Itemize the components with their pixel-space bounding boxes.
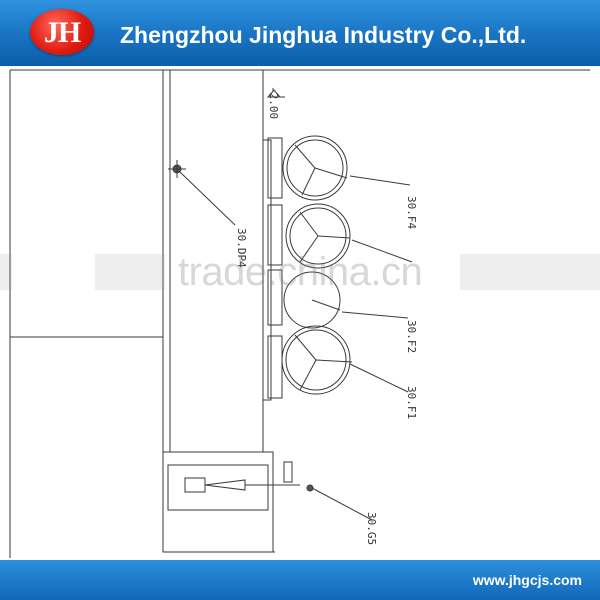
- base-structure: [162, 451, 274, 553]
- tank-f4: [267, 135, 348, 201]
- callout-label: 30.DP4: [235, 228, 248, 268]
- pump-g5: [184, 461, 314, 493]
- callout-label: 30.G5: [365, 512, 378, 545]
- elevation-label: -2.00: [267, 86, 280, 119]
- callout-label: 30.F2: [405, 320, 418, 353]
- logo-text: JH: [43, 16, 81, 49]
- website-link[interactable]: www.jhgcjs.com: [472, 572, 582, 588]
- tank-f2: [267, 269, 341, 329]
- tank-f3: [267, 203, 351, 269]
- valve-dp4: [168, 160, 186, 178]
- technical-drawing: 30.F4 30.DP4 30.F2 30.F1 30.G5 -2.00: [9, 69, 590, 558]
- company-name: Zhengzhou Jinghua Industry Co.,Ltd.: [120, 22, 527, 48]
- header-banner: JH Zhengzhou Jinghua Industry Co.,Ltd.: [0, 0, 600, 66]
- callout-label: 30.F4: [405, 196, 418, 229]
- elevation-marker: [266, 89, 285, 98]
- company-logo: JH: [30, 9, 94, 55]
- footer-banner: www.jhgcjs.com: [0, 560, 600, 600]
- base-chamber: [167, 464, 269, 511]
- callout-label: 30.F1: [405, 386, 418, 419]
- tank-f1: [267, 325, 353, 399]
